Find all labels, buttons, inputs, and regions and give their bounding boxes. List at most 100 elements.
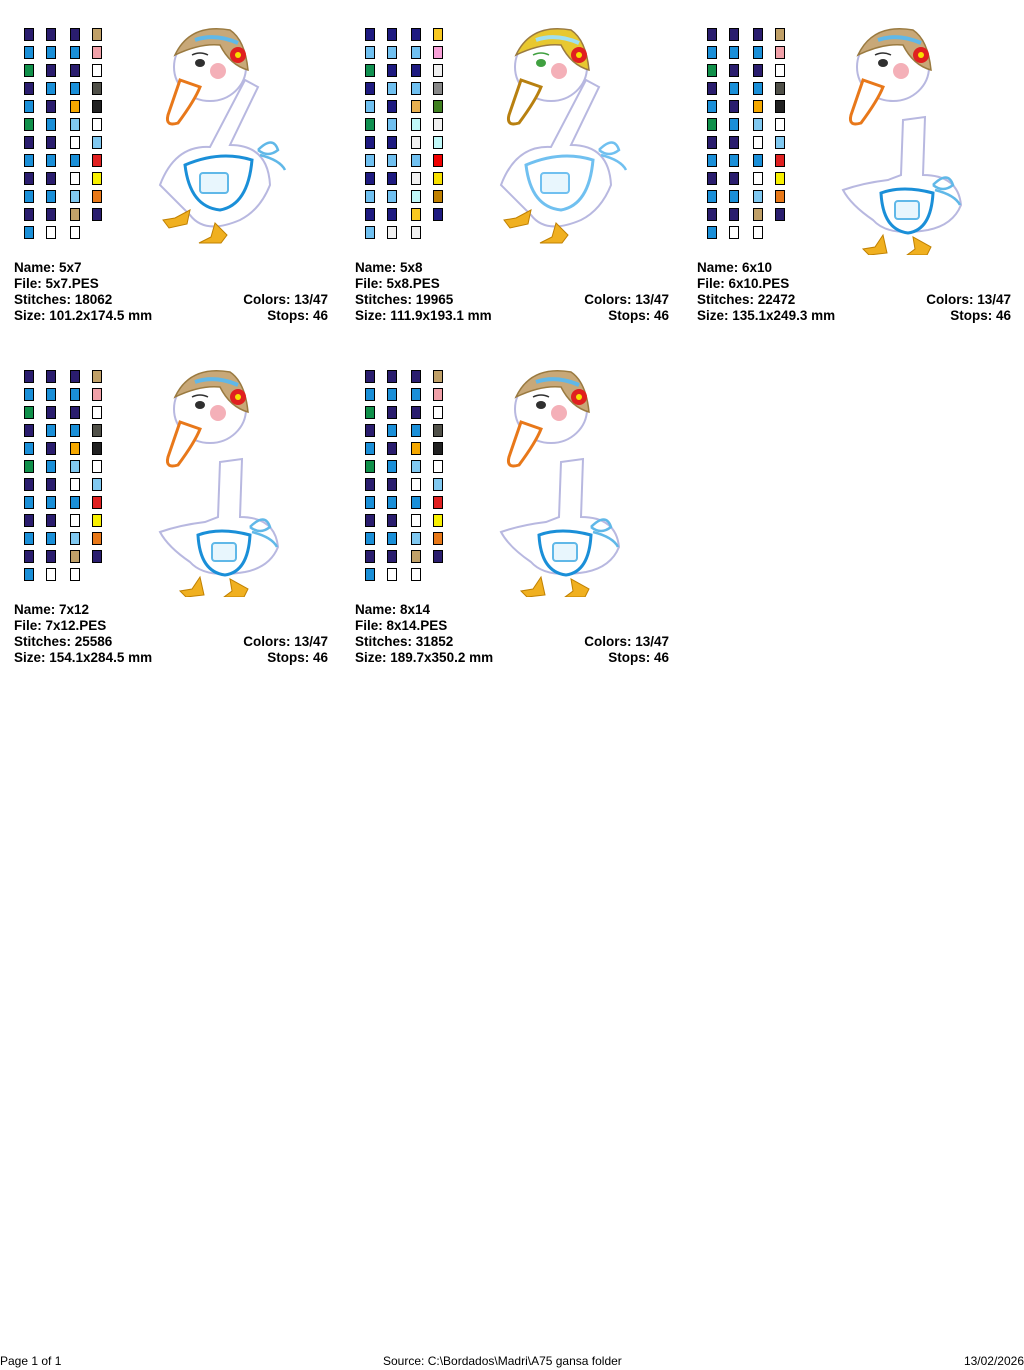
color-swatch — [707, 136, 717, 149]
color-swatch — [365, 478, 375, 491]
color-swatch — [433, 172, 443, 185]
color-swatch — [365, 424, 375, 437]
color-swatch — [433, 478, 443, 491]
color-swatch — [433, 28, 443, 41]
color-swatch — [365, 496, 375, 509]
color-swatch — [24, 46, 34, 59]
color-swatch — [365, 550, 375, 563]
color-swatch — [46, 46, 56, 59]
color-swatch — [24, 424, 34, 437]
color-swatch — [92, 460, 102, 473]
color-swatch — [411, 442, 421, 455]
color-swatch — [24, 442, 34, 455]
color-swatch — [433, 496, 443, 509]
color-swatch — [92, 154, 102, 167]
design-colors: Colors: 13/47 — [584, 292, 669, 307]
color-swatch — [46, 568, 56, 581]
color-swatch — [729, 190, 739, 203]
color-swatch — [387, 154, 397, 167]
color-swatch — [387, 478, 397, 491]
color-swatch — [24, 82, 34, 95]
color-swatch — [24, 28, 34, 41]
color-swatch — [24, 568, 34, 581]
color-swatch — [387, 514, 397, 527]
color-swatch — [387, 496, 397, 509]
color-swatch — [24, 532, 34, 545]
color-swatch — [433, 190, 443, 203]
color-swatch — [729, 82, 739, 95]
color-swatch — [365, 136, 375, 149]
color-swatch — [46, 424, 56, 437]
design-size: Size: 135.1x249.3 mm — [697, 308, 836, 323]
color-swatch — [387, 46, 397, 59]
color-swatch — [365, 532, 375, 545]
color-swatch — [775, 118, 785, 131]
color-swatch — [365, 82, 375, 95]
design-preview-image — [491, 367, 631, 602]
color-swatch — [411, 550, 421, 563]
color-swatch — [70, 28, 80, 41]
color-swatch — [92, 82, 102, 95]
color-swatch — [411, 136, 421, 149]
color-swatch — [365, 370, 375, 383]
color-swatch — [411, 406, 421, 419]
color-swatch — [753, 118, 763, 131]
color-swatch — [24, 172, 34, 185]
color-swatch — [365, 226, 375, 239]
color-swatch — [433, 532, 443, 545]
color-swatch — [753, 172, 763, 185]
color-swatch — [92, 442, 102, 455]
color-swatch — [46, 100, 56, 113]
color-swatch — [365, 154, 375, 167]
color-swatch — [729, 28, 739, 41]
color-swatch — [707, 28, 717, 41]
color-swatch — [70, 532, 80, 545]
color-swatch — [70, 550, 80, 563]
design-stops: Stops: 46 — [950, 308, 1011, 323]
color-swatch — [46, 64, 56, 77]
color-swatch — [753, 190, 763, 203]
color-swatch — [411, 64, 421, 77]
color-swatch — [92, 550, 102, 563]
design-colors: Colors: 13/47 — [243, 634, 328, 649]
color-swatch — [24, 388, 34, 401]
color-swatch — [411, 46, 421, 59]
color-swatch — [411, 568, 421, 581]
footer-page-number: Page 1 of 1 — [0, 1354, 62, 1368]
color-swatch — [92, 118, 102, 131]
design-file: File: 7x12.PES — [14, 618, 107, 633]
color-swatch — [411, 118, 421, 131]
color-swatch — [70, 208, 80, 221]
color-swatch — [433, 208, 443, 221]
color-swatch — [46, 154, 56, 167]
color-swatch — [24, 496, 34, 509]
color-swatch — [707, 190, 717, 203]
color-swatch — [433, 550, 443, 563]
color-swatch — [92, 406, 102, 419]
color-swatch — [70, 496, 80, 509]
color-swatch — [70, 568, 80, 581]
color-swatch — [24, 406, 34, 419]
color-swatch — [24, 64, 34, 77]
design-name: Name: 5x7 — [14, 260, 82, 275]
color-swatch — [775, 46, 785, 59]
design-stitches: Stitches: 19965 — [355, 292, 454, 307]
color-swatch — [729, 46, 739, 59]
color-swatch — [753, 28, 763, 41]
color-swatch — [92, 388, 102, 401]
design-file: File: 5x8.PES — [355, 276, 440, 291]
color-swatch — [411, 460, 421, 473]
design-preview-image — [833, 25, 973, 260]
color-swatch — [411, 208, 421, 221]
color-swatch — [46, 226, 56, 239]
color-swatch — [46, 136, 56, 149]
design-stitches: Stitches: 22472 — [697, 292, 796, 307]
color-swatch — [433, 460, 443, 473]
color-swatch — [433, 442, 443, 455]
color-swatch — [411, 478, 421, 491]
color-swatch — [411, 190, 421, 203]
color-swatch — [411, 424, 421, 437]
color-swatch — [387, 172, 397, 185]
